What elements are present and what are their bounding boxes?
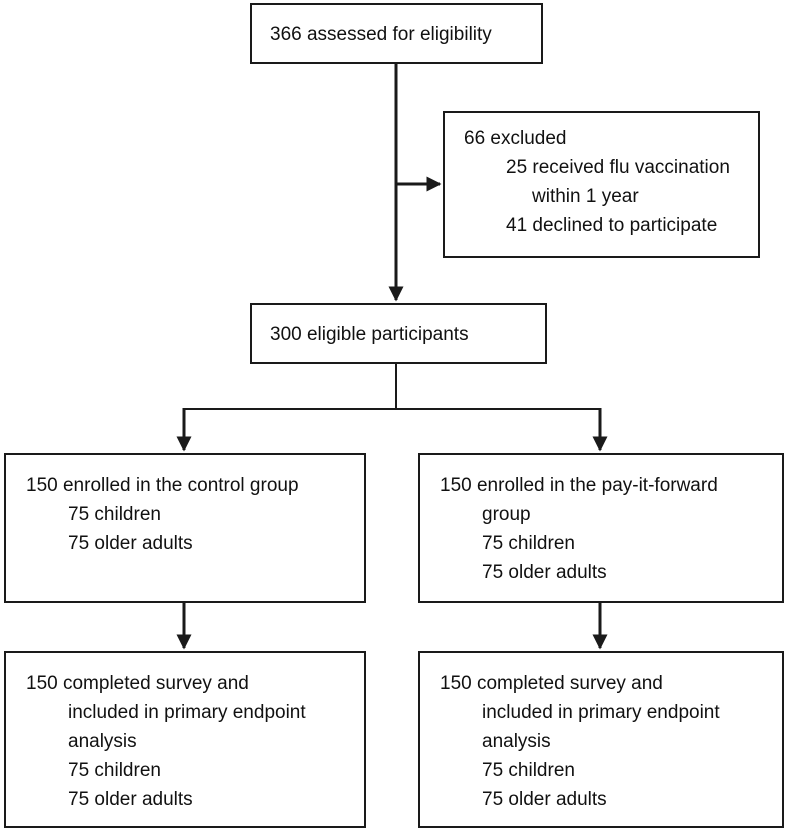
excluded-title: 66 excluded bbox=[464, 128, 567, 149]
control-completed-older-adults: 75 older adults bbox=[68, 789, 193, 810]
excluded-reason-vaccination: 25 received flu vaccination bbox=[506, 157, 730, 178]
pif-enrolled-title-cont: group bbox=[482, 504, 531, 525]
pif-completed-children: 75 children bbox=[482, 760, 575, 781]
control-completed-title: 150 completed survey and bbox=[26, 673, 249, 694]
pif-completed-title: 150 completed survey and bbox=[440, 673, 663, 694]
control-completed-line2: included in primary endpoint bbox=[68, 702, 306, 723]
control-enrolled-box: 150 enrolled in the control group 75 chi… bbox=[4, 453, 366, 603]
screening-title: 366 assessed for eligibility bbox=[270, 24, 492, 45]
control-enrolled-children: 75 children bbox=[68, 504, 161, 525]
control-completed-box: 150 completed survey and included in pri… bbox=[4, 651, 366, 828]
eligible-box: 300 eligible participants bbox=[250, 303, 547, 364]
pif-enrolled-title: 150 enrolled in the pay-it-forward bbox=[440, 475, 718, 496]
excluded-reason-declined: 41 declined to participate bbox=[506, 215, 718, 236]
control-completed-children: 75 children bbox=[68, 760, 161, 781]
pif-completed-older-adults: 75 older adults bbox=[482, 789, 607, 810]
control-enrolled-title: 150 enrolled in the control group bbox=[26, 475, 299, 496]
pif-completed-line2: included in primary endpoint bbox=[482, 702, 720, 723]
pif-enrolled-box: 150 enrolled in the pay-it-forward group… bbox=[418, 453, 784, 603]
excluded-box: 66 excluded 25 received flu vaccination … bbox=[443, 111, 760, 258]
eligible-title: 300 eligible participants bbox=[270, 324, 469, 345]
pif-completed-line3: analysis bbox=[482, 731, 551, 752]
screening-box: 366 assessed for eligibility bbox=[250, 3, 543, 64]
control-completed-line3: analysis bbox=[68, 731, 137, 752]
pif-completed-box: 150 completed survey and included in pri… bbox=[418, 651, 784, 828]
pif-enrolled-children: 75 children bbox=[482, 533, 575, 554]
excluded-reason-vaccination-cont: within 1 year bbox=[532, 186, 639, 207]
pif-enrolled-older-adults: 75 older adults bbox=[482, 562, 607, 583]
control-enrolled-older-adults: 75 older adults bbox=[68, 533, 193, 554]
